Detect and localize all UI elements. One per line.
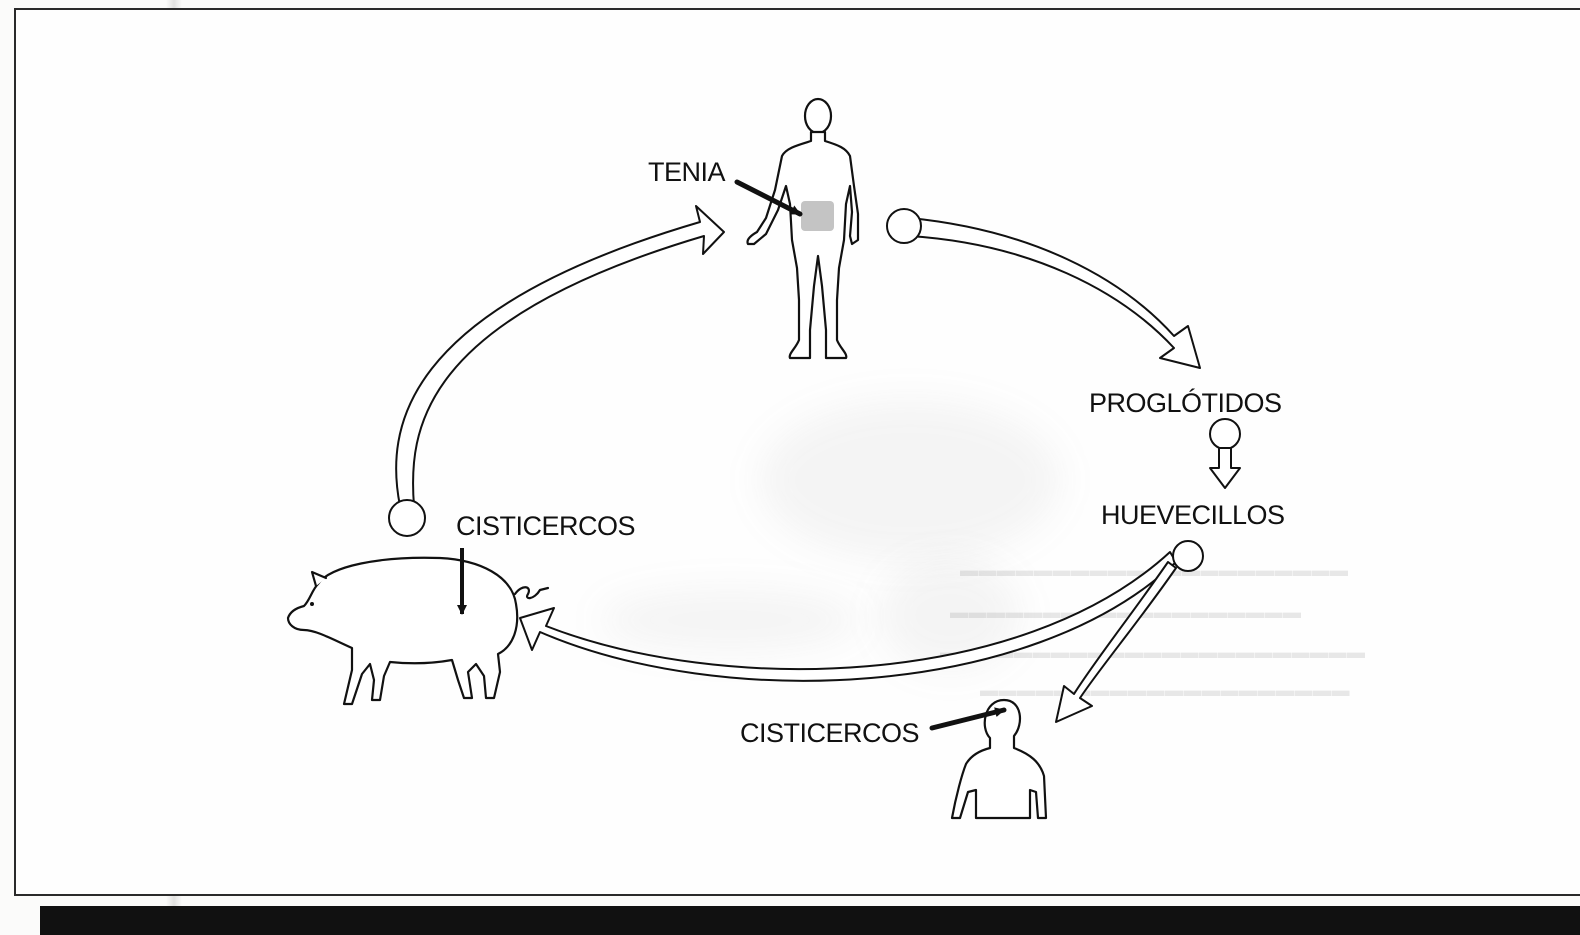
human-adult-figure [747,99,858,358]
arrow-human-to-proglotidos [887,209,1200,368]
human-body [747,132,858,358]
label-proglotidos: PROGLÓTIDOS [1089,387,1282,418]
pig-eye [310,602,314,606]
label-huevecillos: HUEVECILLOS [1101,500,1285,530]
pig-tail [515,587,548,598]
arrow-pig-to-human [389,206,724,536]
label-cisticercos-human: CISTICERCOS [740,718,919,748]
label-tenia: TENIA [648,157,726,187]
label-cisticercos-pig: CISTICERCOS [456,511,635,541]
arrow-huevecillos-to-human [1056,562,1176,722]
arrow-proglotidos-to-huevecillos [1210,419,1240,488]
intestine-highlight [801,201,834,231]
page-bottom-edge [40,906,1580,935]
pig [288,558,548,704]
human-head [805,99,831,133]
